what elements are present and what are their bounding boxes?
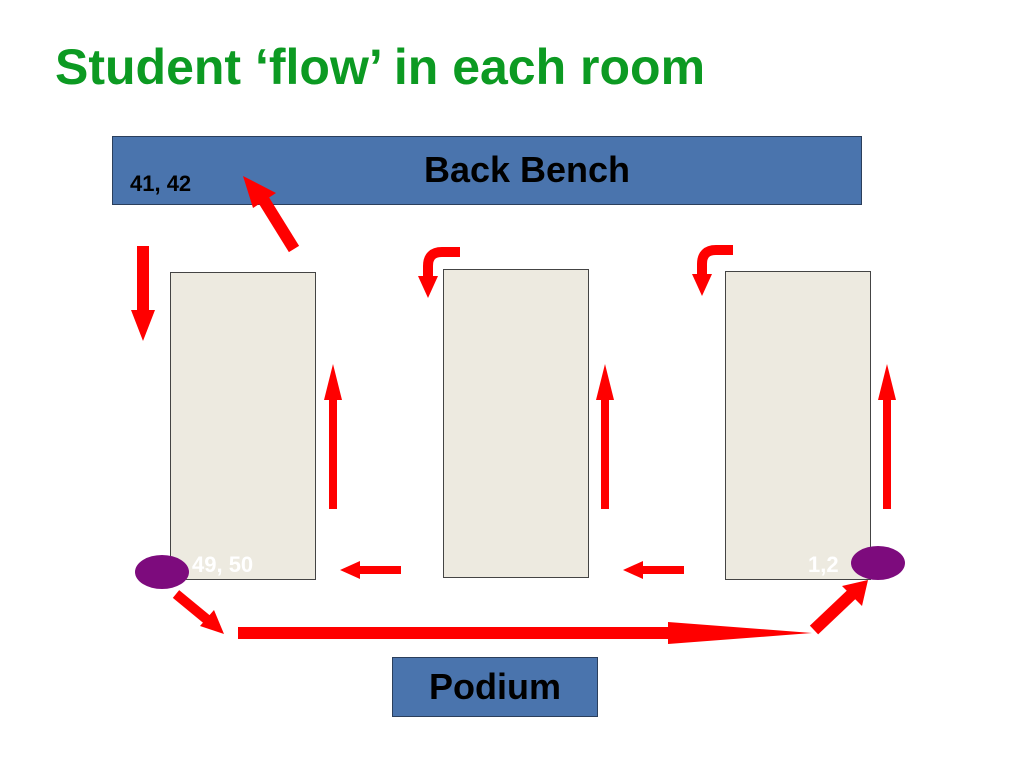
podium-box: Podium: [392, 657, 598, 717]
seat-label-49-50: 49, 50: [192, 552, 254, 577]
arrow-icon: [324, 364, 342, 509]
position-marker-icon: [135, 555, 189, 589]
arrow-icon: [340, 561, 401, 579]
arrow-icon: [596, 364, 614, 509]
desk-row-right: [725, 271, 871, 580]
seat-label-41-42: 41, 42: [130, 171, 192, 196]
position-marker-icon: [851, 546, 905, 580]
curved-arrow-icon: [692, 245, 733, 296]
page-title: Student ‘flow’ in each room: [55, 39, 706, 95]
arrow-icon: [172, 590, 224, 634]
arrow-icon: [809, 580, 868, 635]
arrow-icon: [131, 246, 155, 341]
arrow-icon: [238, 622, 812, 644]
back-bench-label: Back Bench: [423, 149, 631, 190]
podium-label: Podium: [429, 666, 561, 707]
arrow-icon: [623, 561, 684, 579]
desk-row-middle: [443, 269, 589, 578]
arrow-icon: [243, 176, 300, 253]
curved-arrow-icon: [418, 247, 460, 298]
arrow-icon: [878, 364, 896, 509]
back-bench-box: 41, 42 Back Bench: [112, 136, 862, 205]
seat-label-1-2: 1,2: [808, 552, 839, 577]
desk-row-left: [170, 272, 316, 580]
